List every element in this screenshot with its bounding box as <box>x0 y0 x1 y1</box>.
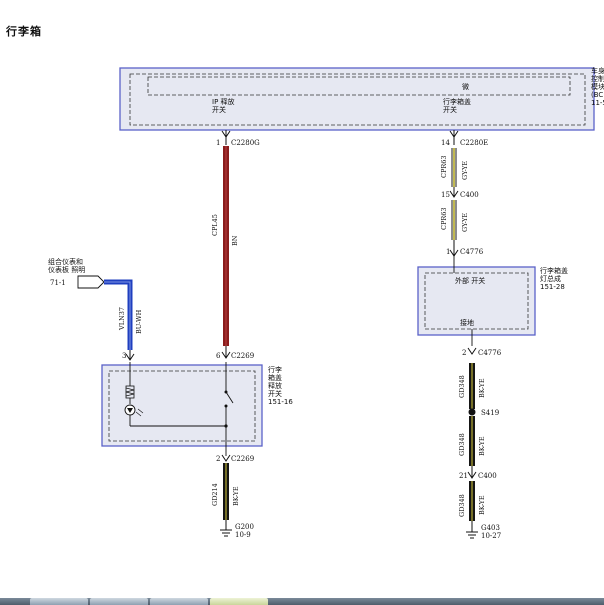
lamp-pin-bottom: 2 <box>462 349 466 357</box>
left-wire-code: CPL45 <box>211 214 219 236</box>
right-circuit: 14 C2280E CPR63 GY-YE 15 C400 CPR63 GY-Y… <box>417 130 568 540</box>
taskbar-button-active[interactable] <box>210 598 268 605</box>
left-circuit: 1 C2280G CPL45 BN 6 C2269 组合仪表和 仪表板 照明 7… <box>48 130 293 539</box>
left-ground-conn: C2269 <box>231 455 254 463</box>
lighting-source-1: 组合仪表和 <box>48 257 83 266</box>
switch-label-2: 箱盖 <box>268 373 282 382</box>
release-switch-box <box>101 364 263 447</box>
lighting-pin: 3 <box>122 352 126 360</box>
taskbar-button[interactable] <box>150 598 208 605</box>
lamp-ground-label: 接地 <box>460 318 474 327</box>
bcm-pin-trunk-lid-1: 行李箱盖 <box>443 97 471 106</box>
bcm-inner-label: 微 <box>462 82 469 91</box>
taskbar <box>0 598 604 605</box>
right-wire5-color: BK-YE <box>478 495 486 515</box>
right-wire1-code: CPR63 <box>440 155 448 178</box>
bcm-label-4: (BC <box>591 91 603 99</box>
switch-label-3: 释放 <box>268 381 282 390</box>
splice-label: S419 <box>481 409 499 417</box>
bcm-pin-ip-release-1: IP 释放 <box>212 97 235 106</box>
bcm-module: 微 IP 释放 开关 行李箱盖 开关 车身 控制 模块 (BC 11-5 <box>119 66 604 131</box>
left-ground-wire-color: BK-YE <box>232 486 240 506</box>
right-wire3-code: GD348 <box>458 375 466 398</box>
trunk-lamp-box <box>417 266 536 336</box>
lighting-wire-color: BU-WH <box>135 309 143 334</box>
bcm-label-2: 控制 <box>591 74 604 83</box>
left-wire-color: BN <box>231 235 239 246</box>
bcm-pin-ip-release-2: 开关 <box>212 105 226 114</box>
page-title: 行李箱 <box>6 26 42 38</box>
left-ground-id: G200 <box>235 523 254 531</box>
left-conn-bottom: C2269 <box>231 352 254 360</box>
bcm-label-5: 11-5 <box>591 99 604 107</box>
splice-dot <box>468 408 476 416</box>
left-ground-wire-code: GD214 <box>211 483 219 506</box>
right-wire4-code: GD348 <box>458 433 466 456</box>
left-ground-ref: 10-9 <box>235 531 251 539</box>
bcm-label-3: 模块 <box>591 82 604 91</box>
left-ground-pin: 2 <box>216 455 220 463</box>
left-pin-bottom: 6 <box>216 352 221 360</box>
right-wire4-color: BK-YE <box>478 436 486 456</box>
right-conn-c400: C400 <box>478 472 497 480</box>
right-wire5-code: GD348 <box>458 494 466 517</box>
right-pin-top: 14 <box>441 139 450 147</box>
lamp-inner-label: 外部 开关 <box>455 276 485 285</box>
lamp-label-1: 行李箱盖 <box>540 266 568 275</box>
left-conn-top: C2280G <box>231 139 260 147</box>
right-wire2-code: CPR63 <box>440 207 448 230</box>
right-ground-ref: 10-27 <box>481 532 501 540</box>
right-wire3-color: BK-YE <box>478 378 486 398</box>
lamp-conn-bottom: C4776 <box>478 349 502 357</box>
lamp-label-2: 灯总成 <box>540 274 561 283</box>
switch-label-5: 151-16 <box>268 398 293 406</box>
taskbar-button[interactable] <box>90 598 148 605</box>
right-pin-lamp: 1 <box>446 248 450 256</box>
lighting-wire-code: VLN37 <box>118 307 126 331</box>
right-wire2-color: GY-YE <box>461 213 469 232</box>
right-pin-c400: 21 <box>459 472 468 480</box>
switch-label-4: 开关 <box>268 389 282 398</box>
lamp-label-3: 151-28 <box>540 283 565 291</box>
right-conn-mid: C400 <box>460 191 479 199</box>
left-pin-top: 1 <box>216 139 220 147</box>
switch-label-1: 行李 <box>268 365 282 374</box>
right-conn-lamp: C4776 <box>460 248 484 256</box>
bcm-pin-trunk-lid-2: 开关 <box>443 105 457 114</box>
right-wire1-color: GY-YE <box>461 161 469 180</box>
lighting-source-2: 仪表板 照明 <box>48 265 85 274</box>
lighting-connector <box>77 275 105 289</box>
taskbar-button[interactable] <box>30 598 88 605</box>
right-pin-mid: 15 <box>441 191 450 199</box>
lighting-ref: 71-1 <box>50 279 66 287</box>
right-ground-id: G403 <box>481 524 500 532</box>
right-conn-top: C2280E <box>460 139 488 147</box>
bcm-label-1: 车身 <box>591 66 604 75</box>
